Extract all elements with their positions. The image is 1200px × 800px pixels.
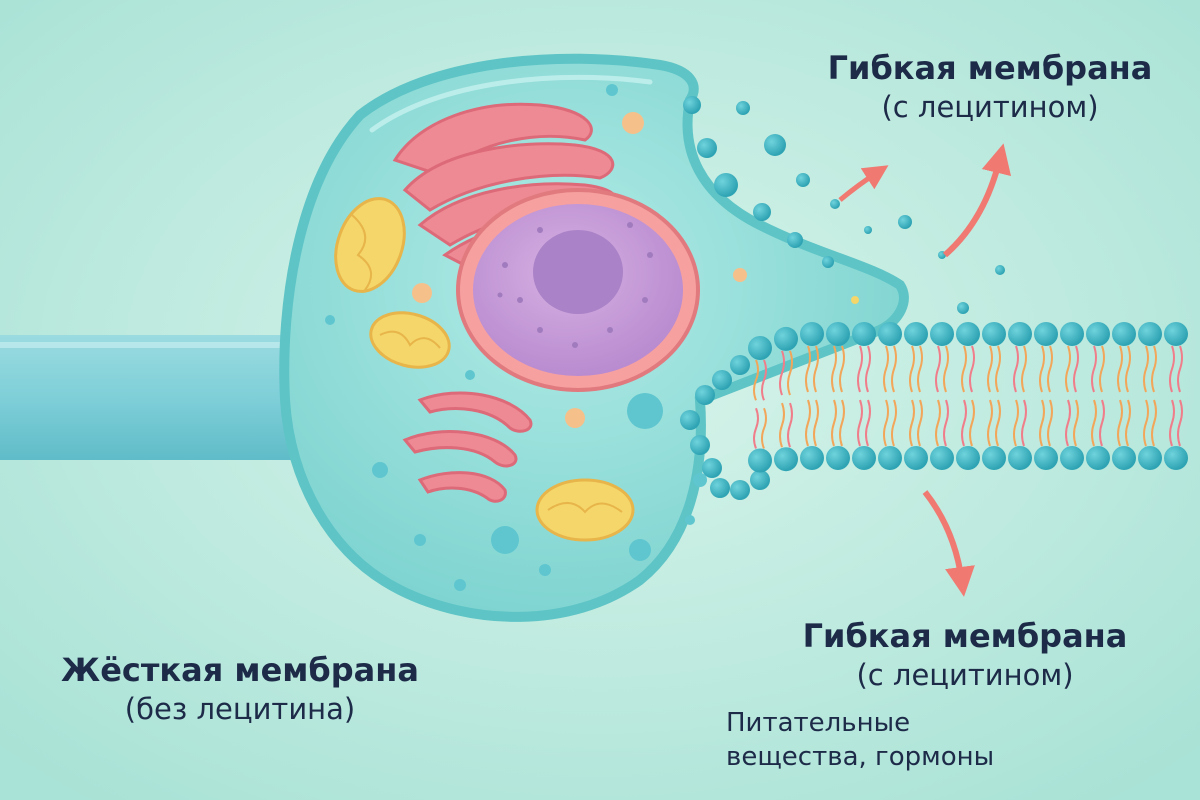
label-bottom-left-subtitle: (без лецитина): [124, 692, 356, 726]
nutrients-note: Питательные вещества, гормоны: [726, 706, 1056, 774]
mitochondrion-icon: [334, 197, 635, 542]
golgi-lower-icon: [402, 391, 533, 503]
label-bottom-right: Гибкая мембрана (с лецитином): [790, 616, 1140, 694]
vesicle-icons: [325, 84, 747, 591]
nucleus-icon: [456, 188, 700, 392]
label-top-right: Гибкая мембрана (с лецитином): [820, 48, 1160, 126]
label-top-right-title: Гибкая мембрана: [827, 49, 1153, 87]
nutrients-line-2: вещества, гормоны: [726, 742, 995, 772]
label-bottom-right-title: Гибкая мембрана: [802, 617, 1128, 655]
arrow-up-icon: [838, 143, 1012, 258]
label-bottom-right-subtitle: (с лецитином): [856, 658, 1074, 692]
bilayer-icon: [680, 322, 1188, 500]
label-bottom-left-title: Жёсткая мембрана: [61, 651, 419, 689]
nutrients-line-1: Питательные: [726, 708, 911, 738]
label-top-right-subtitle: (с лецитином): [881, 90, 1099, 124]
label-bottom-left: Жёсткая мембрана (без лецитина): [40, 650, 440, 728]
arrow-down-icon: [922, 490, 975, 597]
